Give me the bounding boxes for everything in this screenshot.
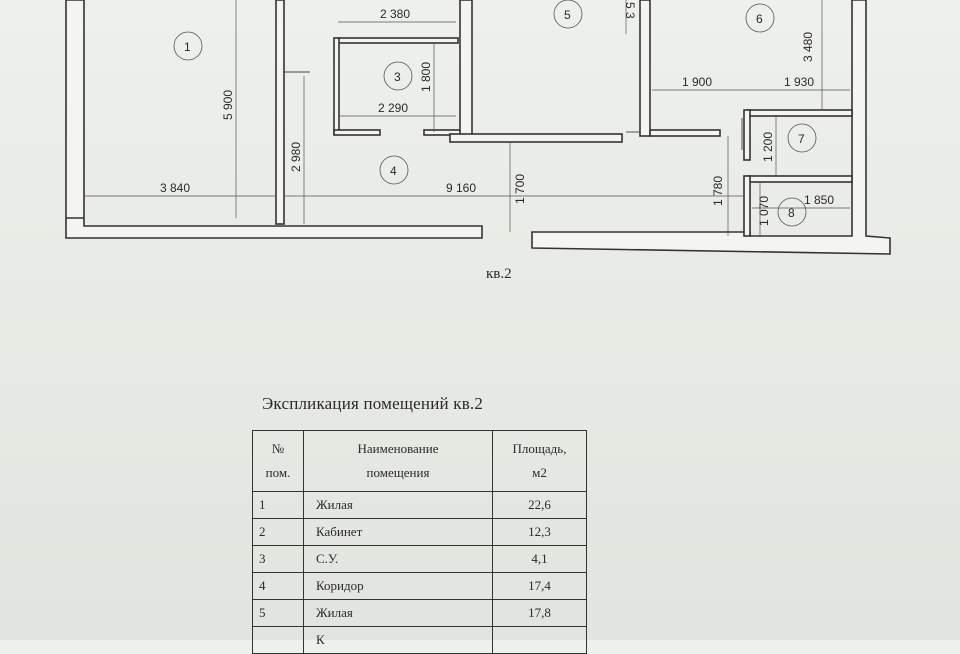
row-name: Коридор <box>303 572 493 600</box>
partition-6-bottom <box>649 129 721 137</box>
partition-3-top <box>337 37 459 44</box>
row-name: Кабинет <box>303 518 493 546</box>
room-marker-8 <box>777 197 807 227</box>
dim-1780: 1 780 <box>711 176 725 206</box>
partition-3-left <box>333 37 340 135</box>
dim-2290: 2 290 <box>378 101 408 115</box>
table-row: К <box>252 626 587 654</box>
outer-wall-bottom-right <box>531 0 891 255</box>
room-number-6: 6 <box>756 12 763 26</box>
row-name: Жилая <box>303 491 493 519</box>
table-row: 4 Коридор 17,4 <box>252 572 587 600</box>
room-number-1: 1 <box>184 40 191 54</box>
header-num-line1: № <box>271 441 285 456</box>
table-row: 3 С.У. 4,1 <box>252 545 587 573</box>
dim-1850: 1 850 <box>804 193 834 207</box>
dim-1900: 1 900 <box>682 75 712 89</box>
table-row: 5 Жилая 17,8 <box>252 599 587 627</box>
header-num-line2: пом. <box>265 465 291 480</box>
header-area-line1: Площадь, <box>512 441 567 456</box>
table-row: 2 Кабинет 12,3 <box>252 518 587 546</box>
room-number-3: 3 <box>394 70 401 84</box>
room-marker-3 <box>383 61 413 91</box>
row-area: 12,3 <box>492 518 587 546</box>
dim-5900: 5 900 <box>221 90 235 120</box>
partition-6-left <box>639 0 651 137</box>
dim-3480: 3 480 <box>801 32 815 62</box>
row-name: К <box>303 626 493 654</box>
row-area: 17,4 <box>492 572 587 600</box>
room-number-4: 4 <box>390 164 397 178</box>
header-num: № пом. <box>252 430 304 492</box>
room-marker-5 <box>553 0 583 29</box>
row-num: 2 <box>252 518 304 546</box>
dim-1200: 1 200 <box>761 132 775 162</box>
room-number-5: 5 <box>564 8 571 22</box>
outer-wall-left <box>65 0 483 239</box>
row-num: 1 <box>252 491 304 519</box>
row-area: 4,1 <box>492 545 587 573</box>
dim-3840: 3 840 <box>160 181 190 195</box>
table-row: 1 Жилая 22,6 <box>252 491 587 519</box>
row-num <box>252 626 304 654</box>
floor-plan: 2 380 5 3 3 480 5 900 1 800 1 900 1 930 … <box>65 0 891 255</box>
row-num: 4 <box>252 572 304 600</box>
partition-5-left <box>459 0 473 137</box>
row-area: 22,6 <box>492 491 587 519</box>
partition-1 <box>275 0 285 225</box>
dim-9160: 9 160 <box>446 181 476 195</box>
room-number-7: 7 <box>798 132 805 146</box>
header-name-line2: помещения <box>366 465 430 480</box>
row-num: 5 <box>252 599 304 627</box>
row-name: Жилая <box>303 599 493 627</box>
row-area: 17,8 <box>492 599 587 627</box>
row-area <box>492 626 587 654</box>
room-marker-1 <box>173 31 203 61</box>
apartment-label: кв.2 <box>486 266 512 282</box>
dim-1930: 1 930 <box>784 75 814 89</box>
room-marker-7 <box>787 123 817 153</box>
dim-2980: 2 980 <box>289 142 303 172</box>
header-area: Площадь, м2 <box>492 430 587 492</box>
dim-1800: 1 800 <box>419 62 433 92</box>
room-number-8: 8 <box>788 206 795 220</box>
row-num: 3 <box>252 545 304 573</box>
header-name: Наименование помещения <box>303 430 493 492</box>
partition-8-top <box>747 175 853 183</box>
explication-table: № пом. Наименование помещения Площадь, м… <box>252 430 587 654</box>
partition-3-bottom <box>333 129 381 136</box>
partition-8-left <box>743 175 751 237</box>
room-marker-4 <box>379 155 409 185</box>
table-header-row: № пом. Наименование помещения Площадь, м… <box>252 430 587 492</box>
dim-1700: 1 700 <box>513 174 527 204</box>
header-name-line1: Наименование <box>357 441 439 456</box>
partition-5-bottom <box>449 133 623 143</box>
partition-7-left <box>743 109 751 161</box>
dim-2380: 2 380 <box>380 7 410 21</box>
header-area-line2: м2 <box>532 465 547 480</box>
dim-1070: 1 070 <box>757 196 771 226</box>
partition-7 <box>747 109 853 117</box>
explication-title: Экспликация помещений кв.2 <box>262 394 484 413</box>
room-marker-6 <box>745 3 775 33</box>
dim-53: 5 3 <box>623 2 637 19</box>
row-name: С.У. <box>303 545 493 573</box>
